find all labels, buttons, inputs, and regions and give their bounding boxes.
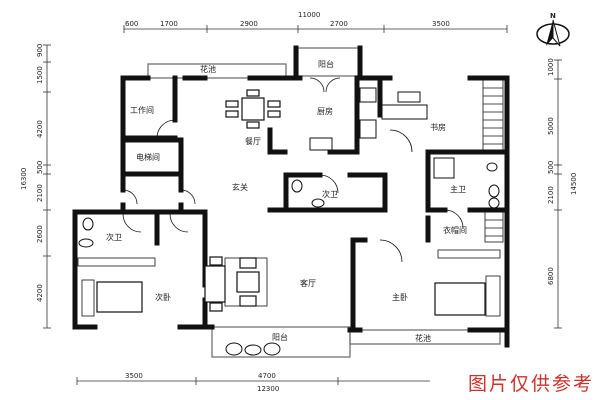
sofa-set-icon (204, 256, 268, 312)
bed-icon (434, 275, 501, 317)
dim-left-5: 2100 (36, 184, 44, 202)
sink-icon (78, 238, 94, 248)
label-balcony-bottom: 阳台 (272, 332, 288, 342)
counter-icon (309, 137, 333, 151)
desk-icon (381, 104, 428, 120)
dim-left-total: 16300 (20, 168, 28, 190)
compass-icon (536, 19, 570, 47)
label-kitchen: 厨房 (317, 106, 333, 116)
label-foyer: 玄关 (232, 182, 248, 192)
door-swings (122, 77, 464, 263)
bathtub-icon (433, 157, 455, 179)
dim-bottom-1: 3500 (125, 372, 143, 380)
dim-left-4: 500 (36, 161, 44, 174)
sink-icon (359, 87, 377, 103)
balcony-table-icon (244, 344, 262, 356)
top-dimension (123, 25, 508, 33)
dim-left-2: 1500 (36, 66, 44, 84)
dim-right-4: 2100 (547, 186, 555, 204)
label-dining: 餐厅 (245, 137, 261, 146)
left-dimension (43, 44, 51, 329)
sink-icon (311, 198, 325, 208)
dim-bottom-total: 12300 (257, 385, 279, 393)
toilet-icon (291, 179, 303, 193)
bidet-icon (488, 197, 500, 209)
label-bath2-left: 次卫 (106, 232, 122, 242)
dim-left-6: 2600 (36, 225, 44, 243)
label-planter-bottom: 花池 (415, 333, 431, 343)
dim-top-3: 2900 (240, 20, 258, 28)
dim-left-7: 4200 (36, 284, 44, 302)
label-balcony-top: 阳台 (318, 59, 334, 69)
toilet-icon (82, 217, 94, 231)
label-elevator: 电梯间 (136, 152, 160, 162)
dim-left-3: 4200 (36, 120, 44, 138)
dining-table-icon (225, 89, 281, 129)
sink-icon (486, 162, 498, 172)
compass-label: N (550, 12, 556, 20)
dim-top-total: 11000 (298, 11, 320, 19)
dim-right-2: 5000 (547, 117, 555, 135)
dim-top-2: 1700 (160, 20, 178, 28)
chair-icon (397, 91, 421, 103)
toilet-icon (488, 184, 500, 198)
balcony-chair-icon (263, 342, 281, 356)
dim-right-total: 14500 (570, 173, 578, 195)
label-closet: 衣帽间 (443, 225, 467, 235)
label-second-bedroom: 次卧 (155, 292, 171, 302)
dim-top-4: 2700 (330, 20, 348, 28)
watermark-text: 图片仅供参考 (467, 373, 594, 395)
dim-right-1: 1000 (547, 58, 555, 76)
bottom-dimension (76, 377, 430, 385)
balcony-chair-icon (225, 342, 243, 356)
label-study: 工作间 (130, 105, 154, 115)
planter-top (147, 63, 287, 79)
stove-icon (359, 119, 377, 139)
dim-bottom-2: 4700 (258, 372, 276, 380)
label-master-bedroom: 主卧 (392, 292, 408, 302)
dim-right-5: 6800 (547, 267, 555, 285)
dim-right-3: 500 (547, 161, 555, 174)
dim-top-5: 3500 (432, 20, 450, 28)
dim-top-1: 600 (125, 20, 138, 28)
right-dimension (554, 59, 562, 329)
label-library: 书房 (430, 122, 446, 132)
bed-icon (81, 279, 143, 317)
walls (72, 45, 510, 348)
wardrobe-icon (77, 79, 504, 267)
planter-bottom (349, 329, 501, 345)
label-living: 客厅 (300, 278, 316, 288)
label-bath2-center: 次卫 (322, 189, 338, 199)
label-master-bath: 主卫 (450, 184, 466, 194)
label-planter-top: 花池 (200, 64, 216, 74)
dim-left-1: 900 (36, 44, 44, 57)
